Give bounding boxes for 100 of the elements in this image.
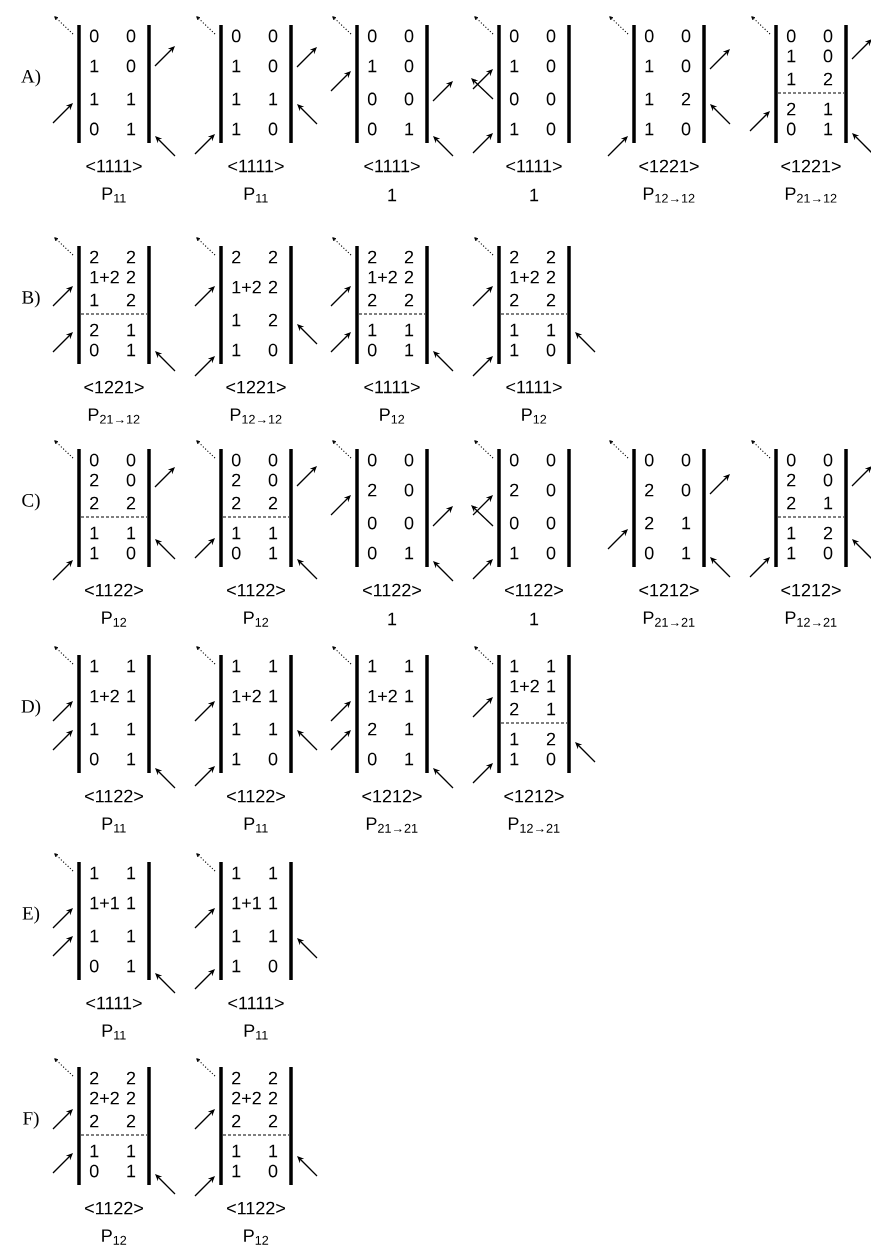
matrix-entry: 2 xyxy=(368,483,377,497)
state-label: <1212> xyxy=(639,583,699,597)
weight-label: P$_{12}$ xyxy=(102,1229,127,1245)
matrix-entry: 1 xyxy=(510,732,519,746)
matrix-entry: 0 xyxy=(89,29,99,43)
weight-label: P$_{12→12}$ xyxy=(643,187,695,203)
matrix-entry: 0 xyxy=(89,1164,99,1178)
matrix-entry: 0 xyxy=(89,752,99,766)
matrix-entry: 1 xyxy=(269,866,278,880)
matrix-entry: 1+2 xyxy=(368,270,397,284)
matrix-entry: 0 xyxy=(546,343,556,357)
matrix-entry: 0 xyxy=(367,546,377,560)
matrix-entry: 1 xyxy=(510,546,519,560)
matrix-entry: 2 xyxy=(546,270,556,284)
matrix-entry: 1 xyxy=(645,59,654,73)
matrix-entry: 1 xyxy=(127,659,136,673)
matrix-entry: 0 xyxy=(546,453,556,467)
weight-label: P$_{12→21}$ xyxy=(785,611,837,627)
state-label: <1122> xyxy=(227,583,285,597)
matrix-entry: 0 xyxy=(231,29,241,43)
matrix-entry: 1 xyxy=(127,1164,136,1178)
matrix-entry: 1 xyxy=(787,546,796,560)
matrix-entry: 0 xyxy=(126,473,136,487)
matrix-entry: 1 xyxy=(547,679,556,693)
matrix-entry: 2 xyxy=(510,702,519,716)
matrix-entry: 0 xyxy=(786,122,796,136)
weight-label: P$_{12→21}$ xyxy=(508,817,560,833)
matrix-entry: 0 xyxy=(546,483,556,497)
matrix-entry: 2 xyxy=(368,722,377,736)
matrix-entry: 0 xyxy=(404,453,414,467)
matrix-entry: 0 xyxy=(367,92,377,106)
state-label: <1111> xyxy=(228,159,284,173)
matrix-entry: 2 xyxy=(268,1071,278,1085)
matrix-entry: 2 xyxy=(368,293,377,307)
matrix-entry: 0 xyxy=(367,29,377,43)
matrix-entry: 0 xyxy=(126,453,136,467)
matrix-entry: 1 xyxy=(232,1164,241,1178)
matrix-entry: 2 xyxy=(90,323,99,337)
matrix-entry: 1 xyxy=(127,929,136,943)
matrix-entry: 1 xyxy=(232,929,241,943)
state-label: <1122> xyxy=(363,583,421,597)
matrix-entry: 1 xyxy=(824,122,833,136)
matrix-entry: 0 xyxy=(546,516,556,530)
matrix-entry: 0 xyxy=(367,453,377,467)
matrix-entry: 0 xyxy=(367,122,377,136)
weight-label: P$_{12}$ xyxy=(380,408,405,424)
matrix-entry: 0 xyxy=(823,453,833,467)
matrix-entry: 2 xyxy=(510,293,519,307)
state-label: <1111> xyxy=(364,380,420,394)
matrix-entry: 0 xyxy=(681,59,691,73)
matrix-entry: 1 xyxy=(232,92,241,106)
matrix-entry: 0 xyxy=(644,453,654,467)
matrix-entry: 1 xyxy=(232,659,241,673)
state-label: <1122> xyxy=(85,583,143,597)
matrix-entry: 2 xyxy=(404,293,414,307)
matrix-entry: 1+2 xyxy=(510,679,539,693)
matrix-entry: 0 xyxy=(268,122,278,136)
matrix-entry: 1 xyxy=(405,659,414,673)
state-label: <1221> xyxy=(781,159,841,173)
matrix-entry: 0 xyxy=(126,29,136,43)
matrix-entry: 1 xyxy=(368,323,377,337)
matrix-entry: 2 xyxy=(823,72,833,86)
matrix-entry: 1 xyxy=(547,702,556,716)
weight-label: 1 xyxy=(388,612,397,626)
weight-label: P$_{21→21}$ xyxy=(643,611,695,627)
matrix-entry: 1+2 xyxy=(510,270,539,284)
matrix-entry: 0 xyxy=(404,59,414,73)
matrix-entry: 1 xyxy=(510,659,519,673)
state-label: <1122> xyxy=(227,789,285,803)
weight-label: 1 xyxy=(530,612,539,626)
weight-label: P$_{11}$ xyxy=(102,817,126,833)
matrix-entry: 1 xyxy=(232,526,241,540)
state-label: <1122> xyxy=(85,789,143,803)
matrix-entry: 0 xyxy=(786,29,796,43)
matrix-entry: 2 xyxy=(268,1114,278,1128)
state-label: <1122> xyxy=(85,1201,143,1215)
matrix-entry: 2 xyxy=(645,483,654,497)
matrix-entry: 2 xyxy=(823,526,833,540)
matrix-entry: 1 xyxy=(127,866,136,880)
matrix-entry: 0 xyxy=(268,473,278,487)
state-label: <1111> xyxy=(506,159,562,173)
matrix-entry: 1 xyxy=(510,752,519,766)
weight-label: P$_{21→21}$ xyxy=(366,817,418,833)
matrix-entry: 0 xyxy=(823,473,833,487)
matrix-entry: 1 xyxy=(368,659,377,673)
matrix-entry: 2 xyxy=(546,732,556,746)
matrix-entry: 1+2 xyxy=(90,270,119,284)
row-label: D) xyxy=(21,699,41,717)
matrix-entry: 1+1 xyxy=(232,896,261,910)
matrix-entry: 0 xyxy=(268,343,278,357)
matrix-entry: 1 xyxy=(787,49,796,63)
state-label: <1111> xyxy=(86,996,142,1010)
matrix-entry: 2 xyxy=(268,496,278,510)
matrix-entry: 0 xyxy=(823,49,833,63)
matrix-entry: 1 xyxy=(127,92,136,106)
matrix-entry: 2 xyxy=(268,280,278,294)
state-label: <1122> xyxy=(227,1201,285,1215)
matrix-entry: 1 xyxy=(510,323,519,337)
matrix-entry: 2 xyxy=(90,496,99,510)
matrix-entry: 0 xyxy=(681,122,691,136)
